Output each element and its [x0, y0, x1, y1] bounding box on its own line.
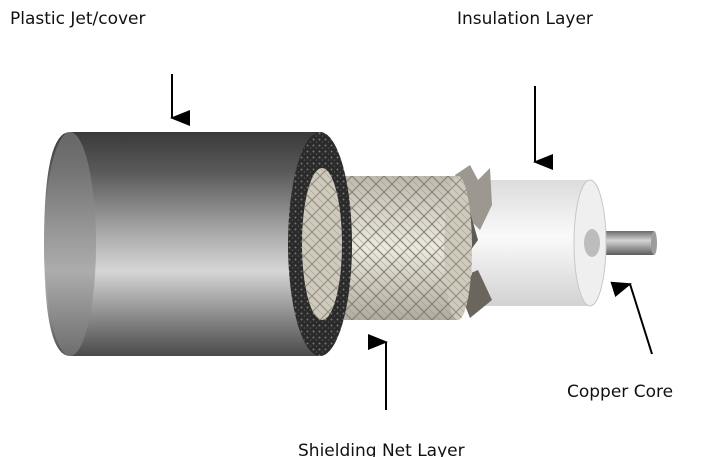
copper-core-label: Copper Core [567, 382, 673, 402]
shielding-label: Shielding Net Layer [298, 441, 465, 457]
insulation-label: Insulation Layer [457, 9, 593, 29]
plastic-jacket [44, 132, 352, 356]
core-arrow [610, 281, 653, 355]
jacket-label: Plastic Jet/cover [10, 9, 146, 29]
